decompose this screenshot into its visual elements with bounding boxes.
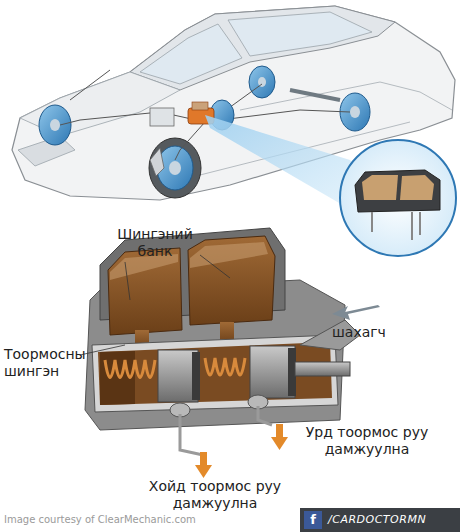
inset-circle bbox=[340, 140, 456, 256]
social-handle: /CARDOCTORMN bbox=[328, 513, 458, 526]
social-band bbox=[300, 508, 460, 532]
leader-lines bbox=[80, 255, 230, 355]
part-label: шахагч bbox=[332, 324, 422, 341]
flow-label: Урд тоормос руу дамжуулна bbox=[292, 424, 442, 458]
part-label: Шингэний банк bbox=[110, 226, 200, 260]
flow-label: Хойд тоормос руу дамжуулна bbox=[140, 478, 290, 512]
facebook-icon: f bbox=[304, 511, 322, 529]
credit-note: Image courtesy of ClearMechanic.com bbox=[4, 514, 214, 526]
part-label: Тоормосны шингэн bbox=[4, 346, 88, 380]
master-cylinder-cutaway bbox=[85, 228, 360, 455]
